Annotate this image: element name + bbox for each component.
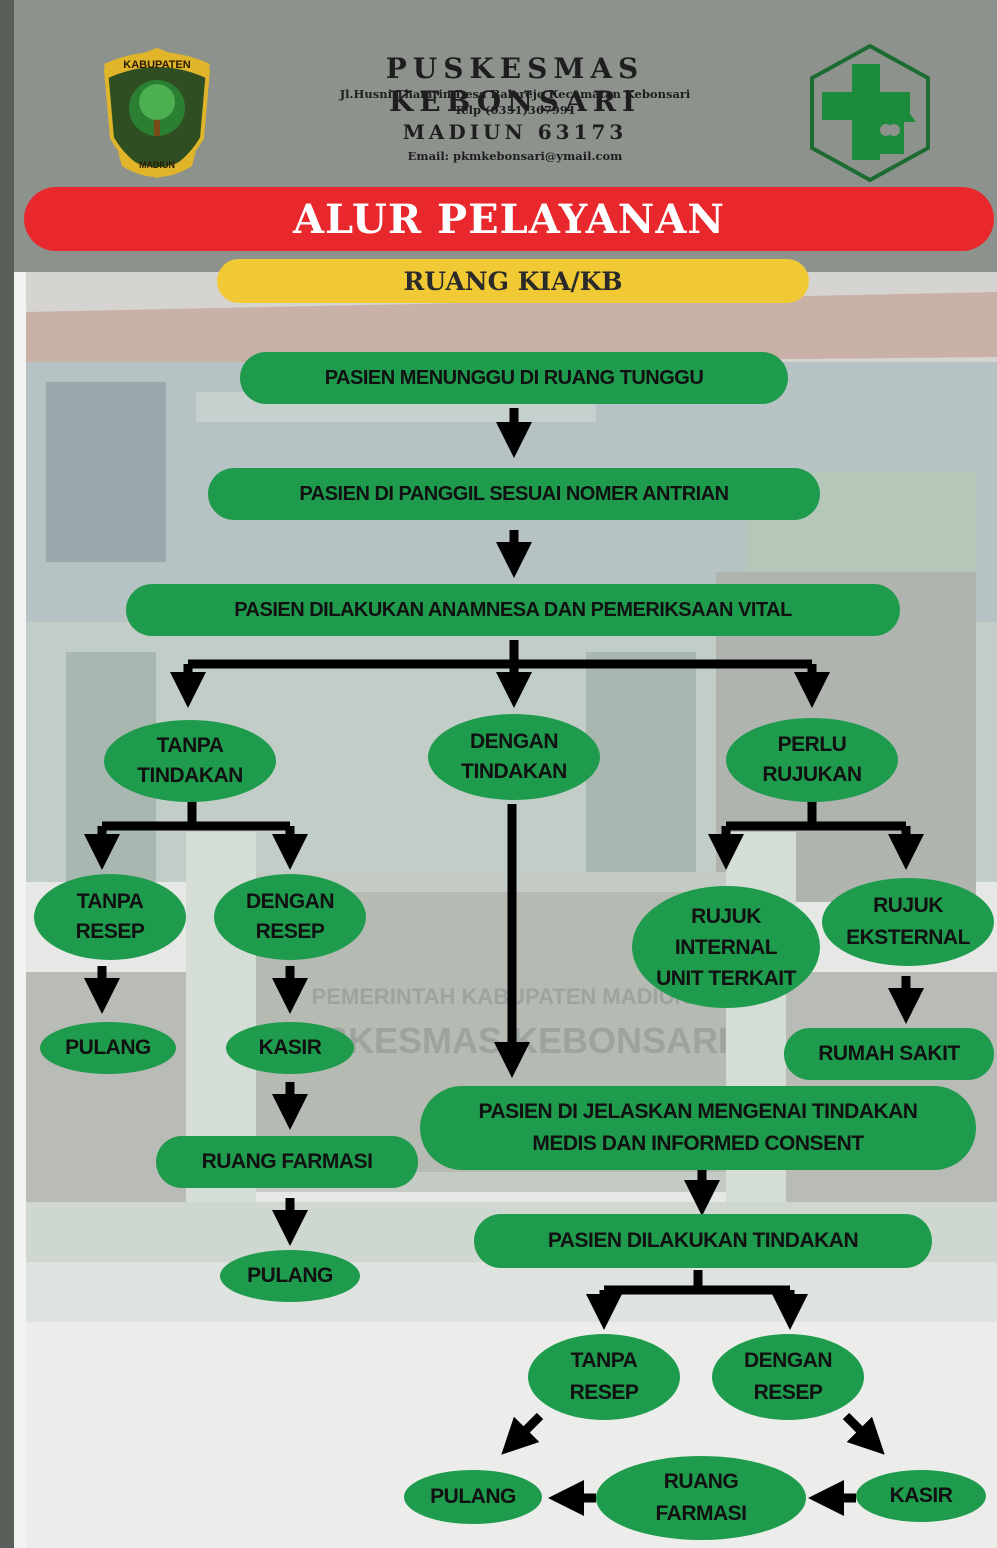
node-need-referral-label: PERLU RUJUKAN — [762, 733, 862, 786]
node-no-prescription-right: TANPA RESEP — [528, 1334, 680, 1420]
node-no-action: TANPA TINDAKAN — [104, 720, 276, 802]
node-pharmacy-right: RUANG FARMASI — [596, 1456, 806, 1540]
node-cashier-right: KASIR — [856, 1470, 986, 1522]
node-home-left: PULANG — [40, 1022, 176, 1074]
node-with-prescription-left-label: DENGAN RESEP — [245, 890, 335, 943]
title-banner: ALUR PELAYANAN — [24, 187, 994, 251]
node-need-referral: PERLU RUJUKAN — [726, 718, 898, 802]
node-home-left-2: PULANG — [220, 1250, 360, 1302]
clinic-email: Email: pkmkebonsari@ymail.com — [407, 149, 623, 163]
puskesmas-logo-icon — [810, 43, 930, 183]
node-cashier-right-label: KASIR — [889, 1484, 953, 1507]
node-external-referral-label: RUJUK EKSTERNAL — [846, 894, 970, 949]
node-no-prescription-right-label: TANPA RESEP — [569, 1349, 639, 1404]
node-hospital-label: RUMAH SAKIT — [818, 1042, 960, 1065]
node-no-prescription-left-label: TANPA RESEP — [75, 890, 145, 943]
background-sign-line1: PEMERINTAH KABUPATEN MADIUN — [311, 984, 691, 1009]
node-procedure-label: PASIEN DILAKUKAN TINDAKAN — [547, 1229, 859, 1252]
node-no-action-label: TANPA TINDAKAN — [137, 734, 243, 787]
node-cashier-left-label: KASIR — [258, 1036, 322, 1059]
node-external-referral: RUJUK EKSTERNAL — [822, 878, 994, 966]
node-hospital: RUMAH SAKIT — [784, 1028, 994, 1080]
node-waiting-room: PASIEN MENUNGGU DI RUANG TUNGGU — [240, 352, 788, 404]
node-anamnesis-vitals: PASIEN DILAKUKAN ANAMNESA DAN PEMERIKSAA… — [126, 584, 900, 636]
node-procedure: PASIEN DILAKUKAN TINDAKAN — [474, 1214, 932, 1268]
kabupaten-madiun-emblem-icon: KABUPATEN MADIUN — [103, 47, 211, 179]
node-anamnesis-vitals-label: PASIEN DILAKUKAN ANAMNESA DAN PEMERIKSAA… — [234, 598, 792, 621]
node-with-prescription-left: DENGAN RESEP — [214, 874, 366, 960]
node-internal-referral-label: RUJUK INTERNAL UNIT TERKAIT — [656, 904, 796, 990]
node-with-action: DENGAN TINDAKAN — [428, 714, 600, 800]
node-cashier-left: KASIR — [226, 1022, 354, 1074]
node-called-by-queue-label: PASIEN DI PANGGIL SESUAI NOMER ANTRIAN — [299, 482, 729, 505]
node-pharmacy-left: RUANG FARMASI — [156, 1136, 418, 1188]
node-internal-referral: RUJUK INTERNAL UNIT TERKAIT — [632, 886, 820, 1008]
emblem-text-bottom: MADIUN — [139, 160, 175, 170]
node-called-by-queue: PASIEN DI PANGGIL SESUAI NOMER ANTRIAN — [208, 468, 820, 520]
node-waiting-room-label: PASIEN MENUNGGU DI RUANG TUNGGU — [324, 366, 704, 389]
node-pharmacy-left-label: RUANG FARMASI — [201, 1150, 373, 1173]
node-home-left-label: PULANG — [65, 1036, 151, 1059]
emblem-text-top: KABUPATEN — [123, 59, 190, 71]
node-home-right-label: PULANG — [430, 1485, 516, 1508]
node-informed-consent: PASIEN DI JELASKAN MENGENAI TINDAKAN MED… — [420, 1086, 976, 1170]
node-with-prescription-right: DENGAN RESEP — [712, 1334, 864, 1420]
clinic-city: MADIUN 63173 — [402, 120, 628, 144]
node-home-right: PULANG — [404, 1470, 542, 1524]
node-no-prescription-left: TANPA RESEP — [34, 874, 186, 960]
subtitle-banner: RUANG KIA/KB — [217, 259, 809, 303]
node-home-left-2-label: PULANG — [247, 1264, 333, 1287]
node-with-prescription-right-label: DENGAN RESEP — [743, 1349, 833, 1404]
clinic-address: Jl.Husni Thamrin Desa Balerejo Kecamatan… — [339, 87, 691, 101]
node-with-action-label: DENGAN TINDAKAN — [461, 730, 567, 783]
left-border — [0, 0, 14, 1548]
node-pharmacy-right-label: RUANG FARMASI — [655, 1470, 748, 1525]
clinic-phone: Telp (0351)367991 — [454, 103, 576, 117]
node-informed-consent-label: PASIEN DI JELASKAN MENGENAI TINDAKAN MED… — [478, 1100, 918, 1155]
clinic-name: PUSKESMAS KEBONSARI — [385, 52, 645, 118]
